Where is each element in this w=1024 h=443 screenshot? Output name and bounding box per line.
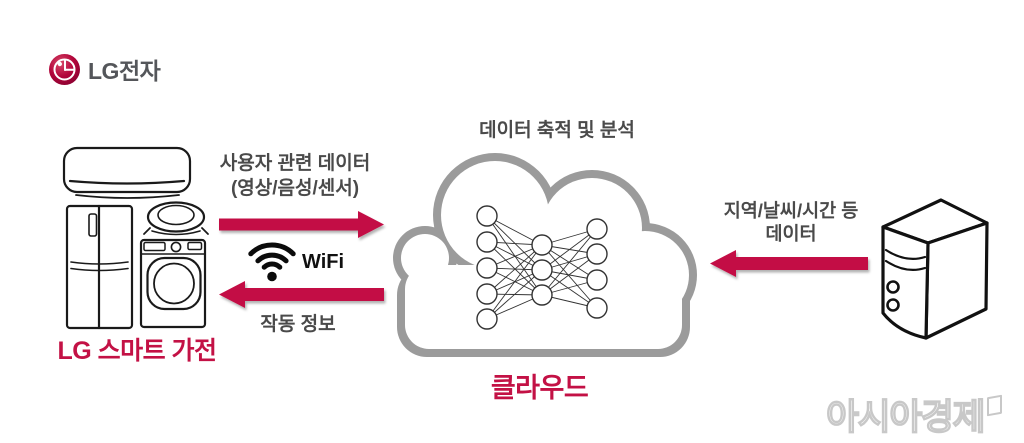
appliance-group [62, 146, 209, 330]
air-conditioner-icon [62, 146, 192, 199]
neural-network-icon [476, 205, 608, 330]
external-data-arrow [710, 250, 868, 277]
appliances-label: LG 스마트 가전 [57, 337, 217, 365]
uplink-arrow-label: 사용자 관련 데이터 (영상/음성/센서) [200, 151, 390, 201]
cloud-icon [393, 153, 697, 357]
robot-vacuum-icon [143, 201, 209, 236]
downlink-arrow-label: 작동 정보 [260, 314, 336, 335]
washing-machine-icon [139, 238, 207, 329]
downlink-arrow [219, 281, 384, 308]
external-label-line1: 지역/날씨/시간 등 [723, 200, 859, 221]
brand-name: LG전자 [88, 58, 161, 84]
uplink-label-line2: (영상/음성/센서) [230, 178, 360, 199]
cloud-caption: 데이터 축적 및 분석 [479, 120, 635, 141]
watermark-tag-icon [987, 394, 1003, 417]
wifi-label: WiFi [302, 251, 345, 273]
lg-circle-logo [49, 53, 80, 85]
cloud-label: 클라우드 [490, 373, 589, 403]
brand-logo: LG전자 [48, 52, 161, 86]
server-icon [881, 198, 989, 340]
external-data-label: 지역/날씨/시간 등 데이터 [696, 199, 886, 245]
watermark-text: 아시아경제 [825, 395, 986, 437]
uplink-arrow [219, 211, 384, 238]
wifi-icon [248, 242, 296, 282]
watermark: 아시아경제 [825, 388, 1022, 440]
uplink-label-line1: 사용자 관련 데이터 [219, 153, 371, 174]
refrigerator-icon [65, 204, 134, 330]
external-label-line2: 데이터 [765, 223, 817, 244]
